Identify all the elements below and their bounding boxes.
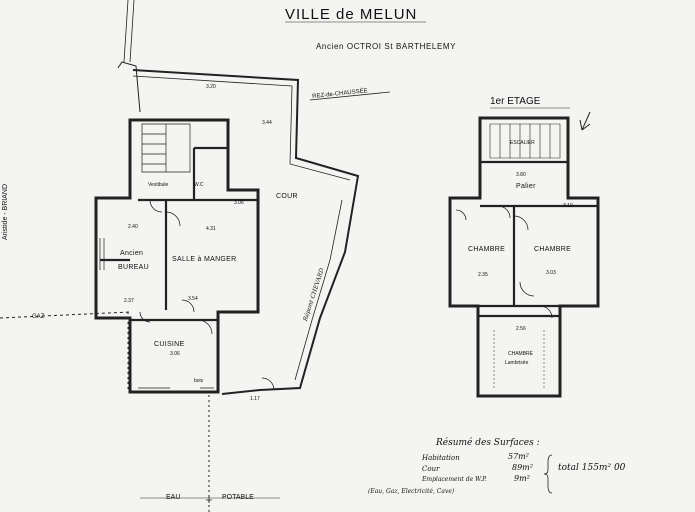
first-door-swings (455, 205, 553, 319)
first-floor-label: 1er ETAGE (490, 96, 541, 107)
summary-brace (543, 454, 553, 494)
first-floor-outline (448, 116, 600, 398)
courtyard-wall-inner (132, 75, 351, 181)
label-eau: EAU (166, 494, 181, 501)
dimension-label: 3.20 (206, 84, 216, 90)
room-bois: bois (194, 378, 204, 384)
water-line (127, 312, 210, 512)
dimension-label: 3.03 (546, 270, 556, 276)
dimension-label: 3.06 (170, 351, 180, 357)
room-chambre-left: CHAMBRE (468, 246, 506, 253)
room-salle-a-manger: SALLE à MANGER (172, 256, 237, 263)
courtyard-wall-inner (294, 199, 343, 381)
room-palier: Palier (516, 183, 536, 190)
room-cour: COUR (276, 193, 298, 200)
ground-stairs (141, 123, 191, 173)
room-cuisine: CUISINE (154, 341, 185, 348)
street-edge-line (123, 0, 135, 63)
courtyard-wall (132, 69, 360, 395)
room-ancien-line2: BUREAU (118, 264, 149, 271)
dimension-label: 2.40 (128, 224, 138, 230)
door-swings (139, 199, 275, 391)
label-gaz: GAZ (32, 314, 45, 320)
dimension-label: 3.10 (563, 203, 573, 209)
street-corner (117, 61, 141, 113)
dimension-label: 3.44 (262, 120, 272, 126)
summary-row-value: 57m² (508, 452, 529, 461)
gas-line (0, 311, 131, 319)
rez-underline (309, 91, 391, 101)
room-wc: W.C (194, 182, 204, 188)
page-title: VILLE de MELUN (285, 6, 418, 23)
room-chambre-bottom-line2: Lambrisée (505, 360, 529, 366)
windows (99, 189, 250, 389)
dimension-label: 2.37 (124, 298, 134, 304)
summary-note: (Eau, Gaz, Electricité, Cave) (368, 488, 455, 495)
summary-total: total 155m² 00 (558, 463, 626, 473)
label-potable: POTABLE (222, 494, 254, 501)
dimension-label: 3.54 (188, 296, 198, 302)
page-subtitle: Ancien OCTROI St BARTHELEMY (316, 42, 457, 51)
room-escalier: ESCALIER (510, 140, 535, 146)
dimension-label: 2.56 (516, 326, 526, 332)
summary-title: Résumé des Surfaces : (436, 438, 540, 448)
lambris-lines (493, 330, 545, 390)
first-floor-inner-walls (450, 160, 598, 318)
room-ancien-line1: Ancien (120, 250, 144, 257)
room-chambre-right: CHAMBRE (534, 246, 572, 253)
room-chambre-bottom-line1: CHAMBRE (508, 351, 534, 357)
summary-row-label: Habitation (422, 454, 460, 462)
dimension-label: 3.80 (516, 172, 526, 178)
dimension-label: 1.17 (250, 396, 260, 402)
summary-row-value: 9m² (514, 474, 530, 483)
summary-row-label: Cour (422, 465, 440, 473)
summary-row-value: 89m² (512, 463, 533, 472)
street-aristide-briand: Aristide - BRIAND (2, 183, 9, 240)
first-stairs (489, 123, 561, 159)
dimension-label: 2.35 (478, 272, 488, 278)
north-arrow-icon (579, 111, 591, 131)
ground-floor-inner-walls (100, 146, 258, 322)
dimension-label: 3.06 (234, 200, 244, 206)
room-vestibule: Vestibule (148, 182, 169, 188)
dimension-label: 4.31 (206, 226, 216, 232)
summary-row-label: Emplacement de W.P. (422, 476, 487, 483)
